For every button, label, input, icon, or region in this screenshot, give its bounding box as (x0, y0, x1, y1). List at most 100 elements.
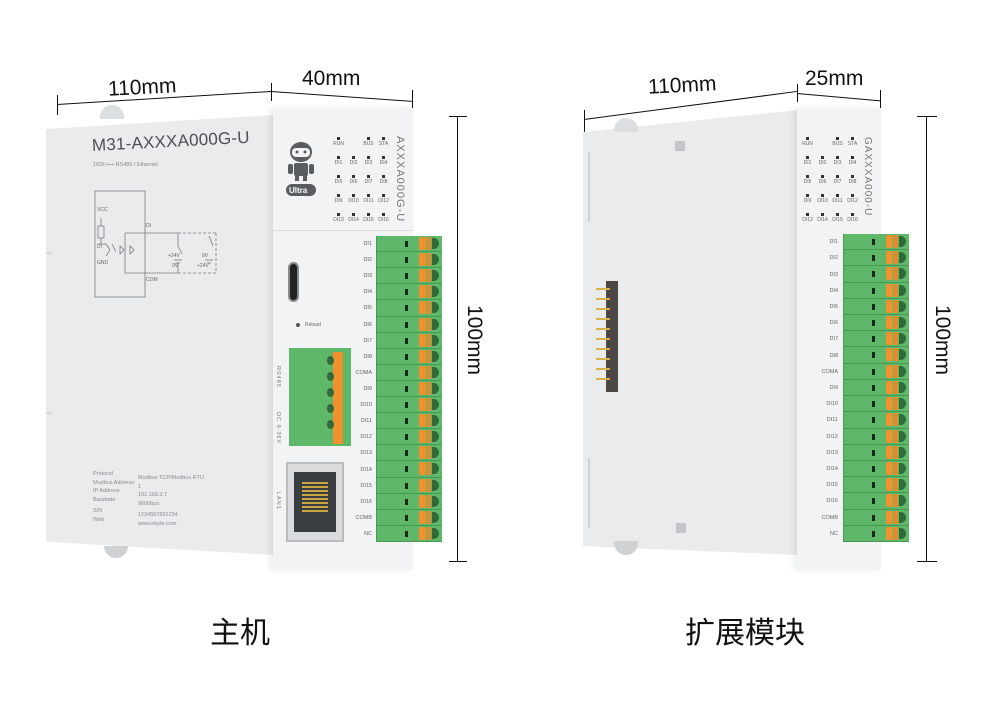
release-lever[interactable] (419, 301, 426, 315)
release-lever[interactable] (886, 348, 893, 362)
terminal-slot[interactable] (844, 445, 909, 461)
terminal-slot[interactable] (377, 381, 442, 398)
rs485-power-terminal-block[interactable] (289, 348, 351, 446)
led-label: DI7 (833, 179, 842, 185)
terminal-slot[interactable] (377, 365, 442, 381)
terminal-slot[interactable] (844, 526, 909, 542)
release-lever[interactable] (886, 397, 893, 411)
terminal-nub (899, 495, 906, 507)
terminal-slot[interactable] (844, 266, 909, 283)
terminal-slot[interactable] (844, 429, 909, 445)
gold-pin (596, 348, 610, 350)
terminal-slot[interactable] (377, 349, 442, 365)
terminal-slot[interactable] (844, 477, 909, 494)
terminal-slot[interactable] (844, 234, 909, 251)
exp-top-latch (675, 141, 685, 151)
terminal-pin-label: DI6 (363, 321, 372, 328)
release-lever[interactable] (886, 251, 893, 265)
release-lever[interactable] (419, 526, 426, 540)
release-lever[interactable] (886, 332, 893, 346)
release-lever[interactable] (886, 510, 893, 524)
terminal-slot[interactable] (377, 252, 442, 269)
release-lever[interactable] (419, 478, 426, 492)
release-lever[interactable] (419, 253, 426, 267)
wire-slot-icon (405, 257, 408, 264)
release-lever[interactable] (886, 299, 893, 313)
terminal-slot[interactable] (377, 333, 442, 349)
terminal-slot[interactable] (844, 299, 909, 316)
release-lever[interactable] (886, 283, 893, 297)
release-lever[interactable] (886, 316, 893, 330)
release-lever[interactable] (419, 237, 426, 250)
terminal-slot[interactable] (844, 315, 909, 332)
release-lever-edge (427, 269, 431, 283)
release-lever-edge (427, 285, 431, 299)
terminal-nub (899, 317, 906, 329)
terminal-slot[interactable] (377, 526, 442, 542)
terminal-slot[interactable] (844, 412, 909, 429)
release-lever[interactable] (419, 462, 426, 476)
release-lever[interactable] (419, 398, 426, 412)
release-lever[interactable] (886, 494, 893, 508)
release-lever[interactable] (419, 430, 426, 444)
terminal-slot[interactable] (377, 494, 442, 510)
terminal-slot[interactable] (377, 268, 442, 285)
terminal-slot[interactable] (377, 300, 442, 317)
release-lever[interactable] (886, 380, 893, 394)
release-lever[interactable] (419, 269, 426, 283)
release-lever[interactable] (886, 445, 893, 459)
release-lever[interactable] (886, 235, 893, 248)
terminal-slot[interactable] (844, 510, 909, 526)
terminal-slot[interactable] (844, 331, 909, 348)
release-lever-edge (427, 253, 431, 267)
terminal-slot[interactable] (377, 317, 442, 333)
terminal-slot[interactable] (377, 445, 442, 462)
release-lever[interactable] (419, 317, 426, 331)
release-lever[interactable] (419, 285, 426, 299)
terminal-slot[interactable] (377, 413, 442, 430)
terminal-slot[interactable] (377, 284, 442, 301)
wire-slot-icon (405, 450, 408, 457)
release-lever[interactable] (886, 429, 893, 443)
host-di-terminal-block[interactable] (376, 236, 442, 542)
release-lever-edge (894, 494, 898, 508)
release-lever[interactable] (419, 365, 426, 379)
release-lever[interactable] (886, 526, 893, 540)
release-lever[interactable] (419, 510, 426, 524)
led-indicator: DI3 (361, 156, 376, 170)
terminal-slot[interactable] (844, 461, 909, 478)
release-lever[interactable] (886, 267, 893, 281)
terminal-slot[interactable] (377, 478, 442, 494)
terminal-slot[interactable] (377, 236, 442, 253)
terminal-slot[interactable] (377, 461, 442, 478)
release-lever[interactable] (886, 413, 893, 427)
circuit-di-external-label: DI (146, 223, 151, 229)
release-lever[interactable] (419, 446, 426, 460)
ethernet-lan-port[interactable] (286, 462, 344, 542)
terminal-slot[interactable] (844, 283, 909, 299)
release-lever[interactable] (886, 478, 893, 492)
release-lever[interactable] (419, 349, 426, 363)
terminal-slot[interactable] (377, 429, 442, 446)
usb-c-port[interactable] (288, 262, 299, 302)
release-lever[interactable] (419, 414, 426, 428)
terminal-slot[interactable] (844, 347, 909, 364)
terminal-slot[interactable] (377, 510, 442, 526)
release-lever[interactable] (886, 461, 893, 475)
reload-button[interactable] (296, 323, 300, 327)
release-lever[interactable] (419, 333, 426, 347)
led-label: DI12 (378, 198, 389, 204)
exp-di-terminal-block[interactable] (843, 234, 909, 542)
led-dot-icon (337, 194, 340, 197)
release-lever[interactable] (419, 494, 426, 508)
release-lever[interactable] (419, 381, 426, 395)
terminal-slot[interactable] (844, 364, 909, 380)
terminal-slot[interactable] (844, 380, 909, 397)
release-lever[interactable] (886, 364, 893, 378)
terminal-slot[interactable] (377, 397, 442, 414)
terminal-slot[interactable] (844, 250, 909, 267)
terminal-slot[interactable] (844, 493, 909, 510)
wire-slot-icon (872, 498, 875, 505)
terminal-slot[interactable] (844, 396, 909, 413)
